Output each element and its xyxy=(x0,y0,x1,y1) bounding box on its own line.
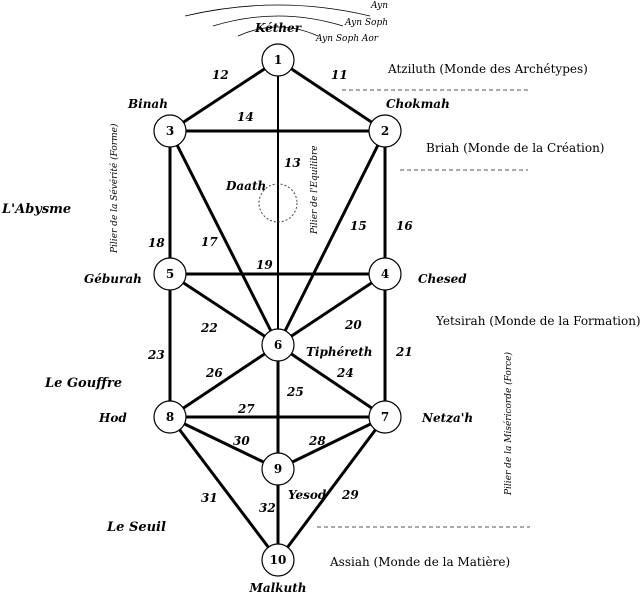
path-29-label: 29 xyxy=(341,488,359,502)
sephira-8-number: 8 xyxy=(166,410,174,424)
sephira-7-node: 7 xyxy=(368,400,402,434)
world-briah: Briah (Monde de la Création) xyxy=(426,141,604,155)
sephira-8-node: 8 xyxy=(153,400,187,434)
sephira-6-name: Tiphéreth xyxy=(306,345,372,359)
sephira-9-circle xyxy=(261,452,295,486)
path-12-label: 12 xyxy=(212,68,229,82)
path-numbers: 11 12 13 14 15 16 17 18 19 20 21 22 23 2… xyxy=(147,68,413,515)
pillar-equilibrium: Pilier de l'Equilibre xyxy=(310,145,320,235)
pillar-severity: Pilier de la Sévérité (Forme) xyxy=(109,123,120,254)
path-26-label: 26 xyxy=(205,366,223,380)
sephira-4-number: 4 xyxy=(381,267,389,281)
ayn-soph-aor-label: Ayn Soph Aor xyxy=(315,34,379,44)
world-yetsirah: Yetsirah (Monde de la Formation) xyxy=(435,314,641,328)
sephira-10-number: 10 xyxy=(270,553,287,567)
sephira-1-node: 1 xyxy=(261,43,295,77)
sephira-9-name: Yesod xyxy=(288,488,327,502)
region-abyss: L'Abysme xyxy=(1,202,71,217)
sephira-10-node: 10 xyxy=(261,543,295,577)
path-18-label: 18 xyxy=(148,236,165,250)
path-28-line xyxy=(276,415,387,471)
ayn-arc xyxy=(184,4,371,17)
region-threshold: Le Seuil xyxy=(106,520,166,535)
path-20-line xyxy=(276,272,387,347)
region-gulf: Le Gouffre xyxy=(44,376,122,391)
path-30-line xyxy=(168,415,280,471)
ayn-soph-label: Ayn Soph xyxy=(344,18,388,28)
path-16-label: 16 xyxy=(396,219,413,233)
path-11-label: 11 xyxy=(331,68,348,82)
path-20-label: 20 xyxy=(344,318,362,332)
sephira-10-name: Malkuth xyxy=(249,581,307,595)
sephira-8-circle xyxy=(153,400,187,434)
path-32-label: 32 xyxy=(259,501,276,515)
sephirot-nodes: 1 2 3 4 5 6 7 8 xyxy=(153,43,402,577)
sephira-10-circle xyxy=(261,543,295,577)
path-12-line xyxy=(168,58,280,133)
path-17-label: 17 xyxy=(201,235,218,249)
path-21-label: 21 xyxy=(395,345,413,359)
sephira-5-number: 5 xyxy=(166,267,174,281)
sephira-6-node: 6 xyxy=(261,328,295,362)
sephira-1-circle xyxy=(261,43,295,77)
sephira-4-circle xyxy=(368,257,402,291)
world-assiah: Assiah (Monde de la Matière) xyxy=(329,555,510,569)
path-15-label: 15 xyxy=(350,219,367,233)
path-22-label: 22 xyxy=(200,321,218,335)
path-22-line xyxy=(168,272,280,347)
ayn-veils: Ayn Ayn Soph Ayn Soph Aor xyxy=(184,1,388,44)
sephira-9-number: 9 xyxy=(274,462,282,476)
sephira-5-name: Géburah xyxy=(84,272,142,286)
path-24-label: 24 xyxy=(336,366,354,380)
sephira-6-circle xyxy=(261,328,295,362)
daath-label: Daath xyxy=(225,179,266,193)
sephira-5-circle xyxy=(153,257,187,291)
path-15-line xyxy=(276,129,387,347)
sephira-7-number: 7 xyxy=(381,410,389,424)
sephira-2-number: 2 xyxy=(381,124,389,138)
sephira-2-node: 2 xyxy=(368,114,402,148)
sephira-7-name: Netza'h xyxy=(421,411,473,425)
path-27-label: 27 xyxy=(237,402,255,416)
path-31-label: 31 xyxy=(201,491,218,505)
path-26-line xyxy=(168,343,280,419)
sephira-1-name: Kéther xyxy=(254,21,303,35)
sephirot-names: Kéther Chokmah Binah Chesed Géburah Tiph… xyxy=(84,21,473,595)
ayn-label: Ayn xyxy=(370,1,388,11)
path-17-line xyxy=(168,129,280,347)
path-24-line xyxy=(276,343,387,419)
sephira-2-circle xyxy=(368,114,402,148)
path-28-label: 28 xyxy=(308,434,326,448)
sephira-8-name: Hod xyxy=(98,411,127,425)
sephira-3-name: Binah xyxy=(127,97,168,111)
paths-layer xyxy=(168,58,387,562)
sephira-3-node: 3 xyxy=(153,114,187,148)
sephira-2-name: Chokmah xyxy=(386,97,450,111)
sephira-1-number: 1 xyxy=(274,53,282,67)
path-23-label: 23 xyxy=(147,348,165,362)
path-30-label: 30 xyxy=(233,434,250,448)
path-19-label: 19 xyxy=(256,258,273,272)
path-29-line xyxy=(276,415,387,562)
pillar-mercy: Pilier de la Miséricorde (Force) xyxy=(503,351,514,496)
ayn-soph-arc xyxy=(212,15,344,27)
sephira-4-name: Chesed xyxy=(418,272,467,286)
world-atziluth: Atziluth (Monde des Archétypes) xyxy=(387,62,588,76)
path-11-line xyxy=(276,58,387,133)
sephira-7-circle xyxy=(368,400,402,434)
ayn-soph-aor-arc xyxy=(237,26,319,37)
sephira-3-number: 3 xyxy=(166,124,174,138)
path-25-label: 25 xyxy=(286,385,304,399)
daath-circle xyxy=(258,183,298,223)
path-13-label: 13 xyxy=(284,156,301,170)
path-31-line xyxy=(168,415,280,562)
sephira-9-node: 9 xyxy=(261,452,295,486)
sephira-6-number: 6 xyxy=(274,338,282,352)
sephira-5-node: 5 xyxy=(153,257,187,291)
path-14-label: 14 xyxy=(237,110,254,124)
sephira-3-circle xyxy=(153,114,187,148)
sephira-4-node: 4 xyxy=(368,257,402,291)
